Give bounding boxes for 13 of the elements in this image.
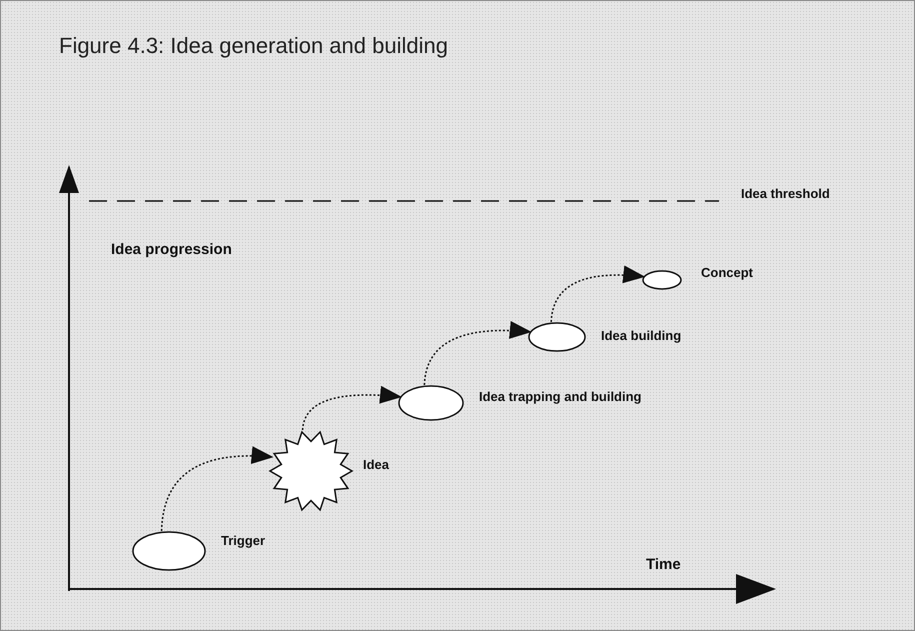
node-caption: Concept	[701, 265, 753, 280]
axis-label: Time	[646, 556, 681, 573]
node-caption: Idea building	[601, 328, 682, 343]
node-caption: Idea	[363, 457, 390, 472]
arrow	[424, 322, 532, 386]
figure-title: Figure 4.3: Idea generation and building	[59, 33, 448, 59]
arrow	[160, 446, 274, 532]
arrow	[550, 266, 646, 322]
node-caption: Trigger	[221, 533, 266, 548]
axis-label: Idea progression	[111, 241, 233, 258]
threshold-label: Idea threshold	[741, 186, 830, 201]
arrow	[302, 386, 402, 430]
node-caption: Idea trapping and building	[479, 389, 642, 404]
